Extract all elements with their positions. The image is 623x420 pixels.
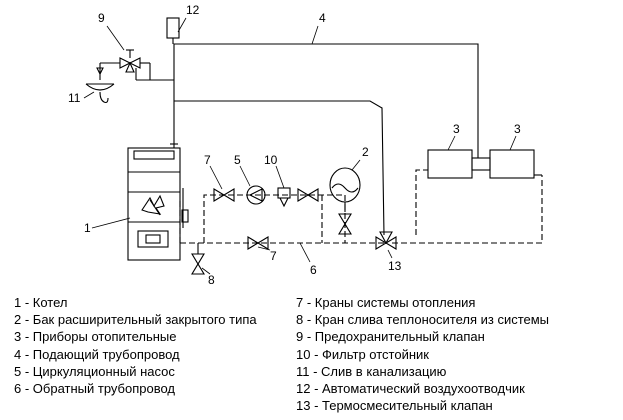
callout-12: 12 bbox=[186, 3, 200, 17]
legend-item-ball-valves: 7 - Краны системы отопления bbox=[296, 295, 476, 310]
legend-item-strainer: 10 - Фильтр отстойник bbox=[296, 346, 429, 362]
return-pipe bbox=[179, 169, 543, 244]
ball-valve-pump-outlet bbox=[297, 188, 319, 202]
callout-3a-leader bbox=[447, 135, 456, 151]
legend-item-sewer-drain: 11 - Слив в канализацию bbox=[296, 363, 447, 379]
legend-item-drain-valve: 8 - Кран слива теплоносителя из системы bbox=[296, 312, 550, 328]
callout-11: 11 bbox=[68, 91, 81, 105]
callout-9: 9 bbox=[98, 11, 105, 25]
callout-4-leader bbox=[311, 25, 319, 45]
circulation-pump bbox=[246, 185, 266, 205]
callout-10: 10 bbox=[264, 153, 278, 167]
legend-item-expansion-tank: 2 - Бак расширительный закрытого типа bbox=[14, 312, 257, 328]
boiler bbox=[127, 143, 189, 261]
callout-6-leader bbox=[299, 242, 311, 263]
callout-2-leader bbox=[351, 159, 361, 171]
callout-6: 6 bbox=[310, 263, 317, 277]
callout-4: 4 bbox=[319, 11, 326, 25]
safety-valve bbox=[99, 49, 151, 80]
legend-item-supply-pipe: 4 - Подающий трубопровод bbox=[14, 346, 180, 362]
callout-3b-leader bbox=[509, 135, 517, 151]
callout-8: 8 bbox=[208, 273, 215, 287]
radiators bbox=[427, 149, 542, 179]
supply-pipe bbox=[135, 43, 479, 236]
legend-right-column: 7 - Краны системы отопления 8 - Кран сли… bbox=[296, 294, 616, 414]
callout-2: 2 bbox=[362, 145, 369, 159]
callout-11-leader bbox=[83, 91, 95, 99]
callout-1-leader bbox=[91, 217, 131, 229]
callout-3b: 3 bbox=[514, 122, 521, 136]
callout-13-leader bbox=[387, 249, 393, 259]
callout-3a: 3 bbox=[453, 122, 460, 136]
callout-13: 13 bbox=[388, 259, 402, 273]
callout-9-leader bbox=[106, 25, 125, 51]
legend-item-circulation-pump: 5 - Циркуляционный насос bbox=[14, 363, 175, 379]
callout-7a: 7 bbox=[204, 153, 211, 167]
legend-item-radiators: 3 - Приборы отопительные bbox=[14, 329, 177, 345]
strainer-filter bbox=[277, 187, 291, 208]
legend-left-column: 1 - Котел 2 - Бак расширительный закрыто… bbox=[14, 294, 282, 397]
thermostatic-mixing-valve bbox=[375, 231, 397, 250]
heating-scheme-diagram: 1 2 3 3 4 5 6 7 7 8 9 10 11 12 13 bbox=[68, 3, 543, 287]
ball-valve-pump-inlet bbox=[213, 188, 235, 202]
drain-valve bbox=[191, 243, 205, 275]
callout-5: 5 bbox=[234, 153, 241, 167]
expansion-tank bbox=[329, 167, 361, 212]
ball-valve-return bbox=[247, 236, 269, 250]
callout-1: 1 bbox=[84, 221, 91, 235]
callout-7a-leader bbox=[209, 165, 223, 190]
legend-item-safety-valve: 9 - Предохранительный клапан bbox=[296, 329, 485, 345]
ball-valve-tank bbox=[338, 213, 352, 235]
legend-item-return-pipe: 6 - Обратный трубопровод bbox=[14, 381, 176, 397]
callout-7b-leader bbox=[257, 246, 271, 251]
callout-8-leader bbox=[201, 267, 211, 275]
legend-item-boiler: 1 - Котел bbox=[14, 295, 68, 310]
legend-item-mixing-valve: 13 - Термосмесительный клапан bbox=[296, 398, 493, 414]
legend-item-air-vent: 12 - Автоматический воздухоотводчик bbox=[296, 381, 525, 397]
drain-funnel bbox=[85, 67, 115, 104]
callout-7b: 7 bbox=[270, 249, 277, 263]
air-vent bbox=[166, 17, 180, 44]
callout-12-leader bbox=[177, 17, 187, 33]
callout-5-leader bbox=[239, 165, 251, 187]
callout-10-leader bbox=[275, 165, 285, 189]
